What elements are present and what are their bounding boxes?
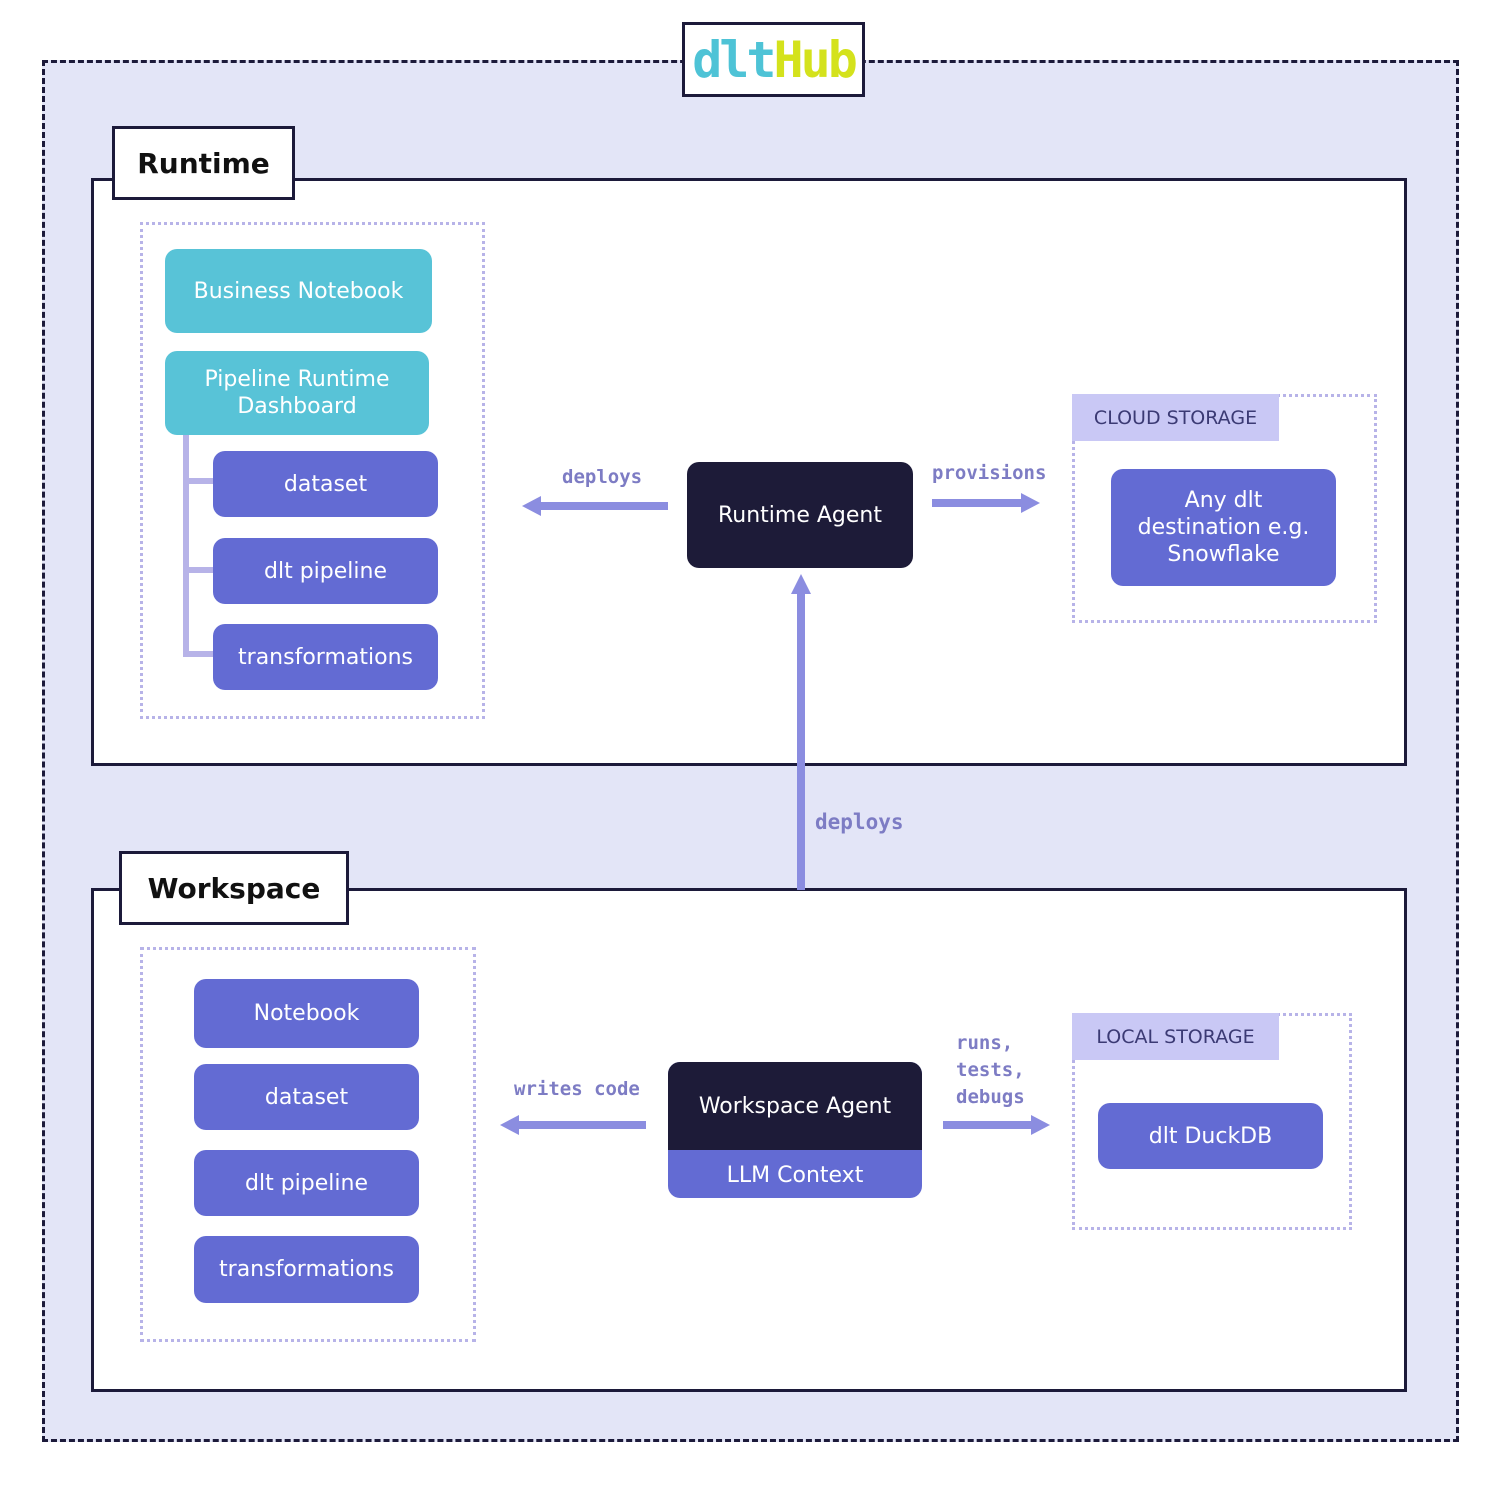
arrow-head (1031, 1115, 1050, 1135)
runtime-provisions-label: provisions (932, 462, 1047, 484)
logo-text-hub: Hub (773, 30, 858, 89)
workspace-transformations-box: transformations (194, 1236, 419, 1303)
tree-trunk-line (183, 435, 189, 657)
workspace-label: Workspace (119, 851, 349, 925)
workspace-dataset-box: dataset (194, 1064, 419, 1130)
runtime-apps-group (140, 222, 485, 719)
runtime-deploys-label: deploys (562, 466, 643, 488)
business-notebook-box: Business Notebook (165, 249, 432, 333)
deploys-up-arrow (797, 590, 805, 890)
runs-tests-debugs-label: runs, tests, debugs (956, 1032, 1025, 1108)
runtime-dlt-pipeline-box: dlt pipeline (213, 538, 438, 604)
tree-branch-line (183, 567, 215, 573)
cloud-storage-tab: CLOUD STORAGE (1072, 394, 1279, 441)
arrow-head (522, 496, 541, 516)
writes-code-arrow (513, 1121, 646, 1129)
workspace-apps-group (140, 947, 476, 1342)
runtime-agent-box: Runtime Agent (687, 462, 913, 568)
arrow-head (1021, 493, 1040, 513)
workspace-agent-header: Workspace Agent (668, 1062, 922, 1150)
pipeline-runtime-dashboard-box: Pipeline Runtime Dashboard (165, 351, 429, 435)
llm-context-label: LLM Context (726, 1163, 864, 1188)
local-storage-tab: LOCAL STORAGE (1072, 1013, 1279, 1060)
tree-branch-line (183, 651, 215, 657)
runtime-label: Runtime (112, 126, 295, 200)
runs-tests-debugs-arrow (943, 1121, 1036, 1129)
workspace-dlt-pipeline-box: dlt pipeline (194, 1150, 419, 1216)
runtime-transformations-box: transformations (213, 624, 438, 690)
arrow-head (791, 574, 811, 594)
arrow-head (500, 1115, 519, 1135)
logo-text-dlt: dlt (692, 30, 776, 89)
tree-branch-line (183, 478, 215, 484)
writes-code-label: writes code (514, 1078, 640, 1100)
runtime-dataset-box: dataset (213, 451, 438, 517)
provisions-arrow (932, 499, 1026, 507)
dlthub-logo: dltHub (682, 22, 865, 97)
workspace-notebook-box: Notebook (194, 979, 419, 1048)
any-dlt-destination-box: Any dlt destination e.g. Snowflake (1111, 469, 1336, 586)
deploys-between-label: deploys (815, 810, 904, 834)
runtime-deploys-arrow (535, 502, 668, 510)
dlt-duckdb-box: dlt DuckDB (1098, 1103, 1323, 1169)
